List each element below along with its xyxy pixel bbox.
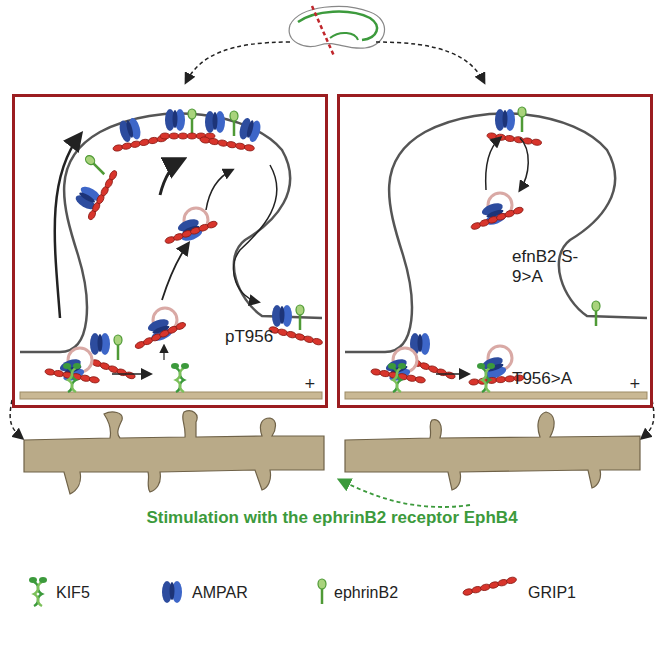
legend-text: ephrinB2 [334, 584, 398, 602]
hippocampus-icon [289, 6, 384, 56]
panel-box: pT956 [12, 94, 328, 408]
annotation-label: Stimulation with the ephrinB2 receptor E… [143, 508, 520, 528]
dendrite-left [24, 411, 324, 494]
legend-icons [29, 576, 517, 606]
spine-right: + [345, 107, 647, 399]
panel-box: efnB2 S-9>A T956>A [337, 94, 653, 408]
svg-text:+: + [304, 375, 316, 391]
panel-label: pT956 [225, 327, 273, 347]
legend-text: AMPAR [192, 584, 248, 602]
dendrite-right [345, 412, 640, 490]
legend-text: GRIP1 [528, 584, 576, 602]
panel-label: efnB2 S-9>A [512, 247, 607, 288]
legend-text: KIF5 [56, 584, 90, 602]
panel-label: T956>A [512, 369, 572, 389]
green-dashed-arrow [340, 480, 470, 507]
spine-left: + [20, 109, 323, 399]
svg-text:+: + [629, 375, 641, 391]
dashed-arrow [376, 42, 484, 82]
dashed-arrow [186, 42, 290, 82]
